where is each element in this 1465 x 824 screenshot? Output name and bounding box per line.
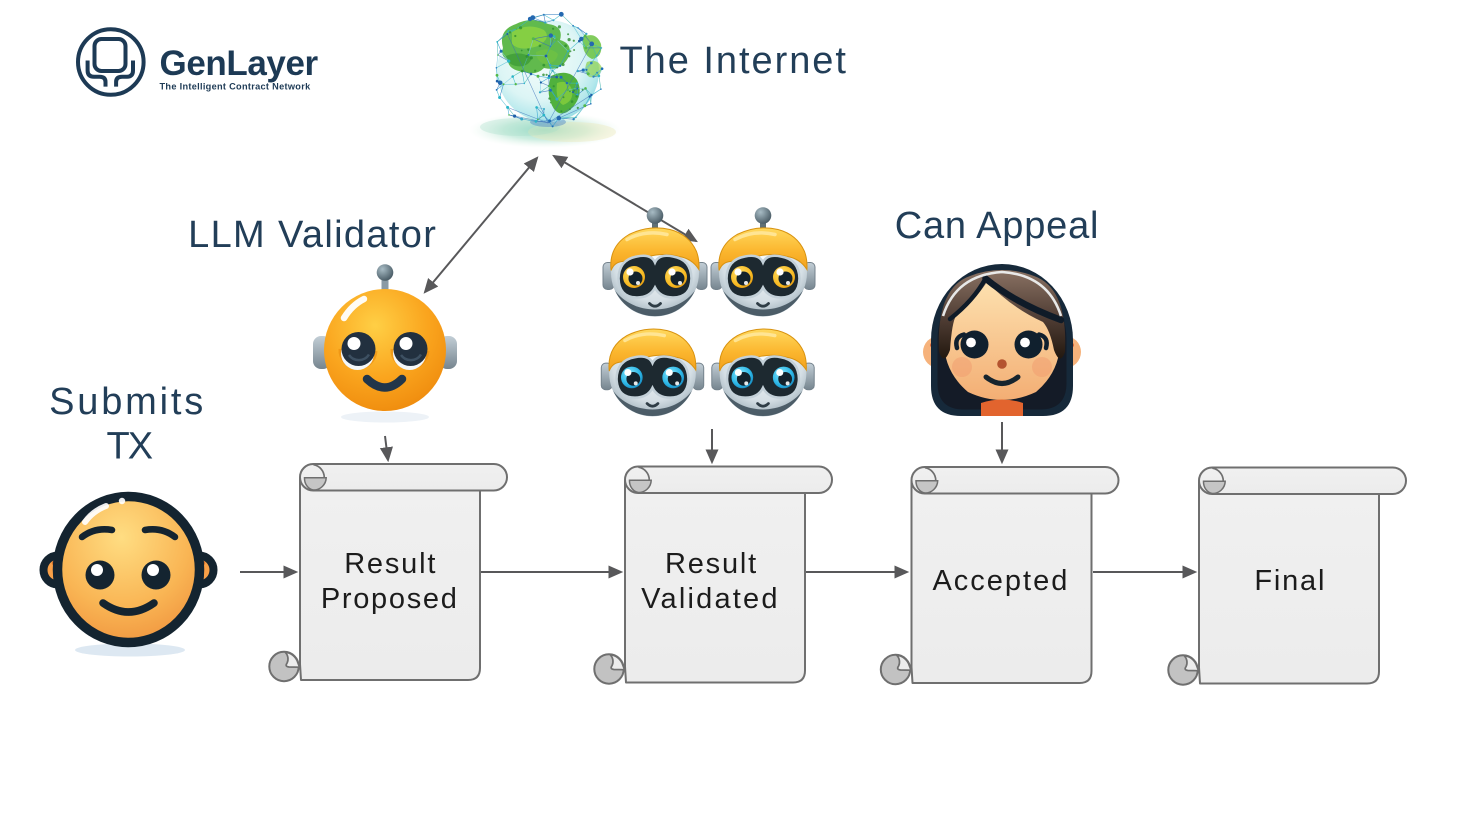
svg-text:The Intelligent Contract Netwo: The Intelligent Contract Network: [160, 82, 312, 92]
svg-text:Submits: Submits: [49, 381, 206, 423]
svg-text:Can Appeal: Can Appeal: [895, 205, 1100, 247]
svg-text:LLM Validator: LLM Validator: [188, 214, 437, 256]
svg-text:Result: Result: [344, 548, 437, 580]
svg-text:GenLayer: GenLayer: [160, 44, 319, 83]
svg-text:Final: Final: [1254, 565, 1326, 597]
svg-text:Result: Result: [665, 548, 758, 580]
svg-text:Proposed: Proposed: [321, 583, 459, 615]
svg-text:Validated: Validated: [641, 583, 780, 615]
svg-text:Accepted: Accepted: [932, 565, 1069, 597]
svg-text:TX: TX: [107, 426, 153, 468]
svg-text:The Internet: The Internet: [619, 40, 847, 82]
